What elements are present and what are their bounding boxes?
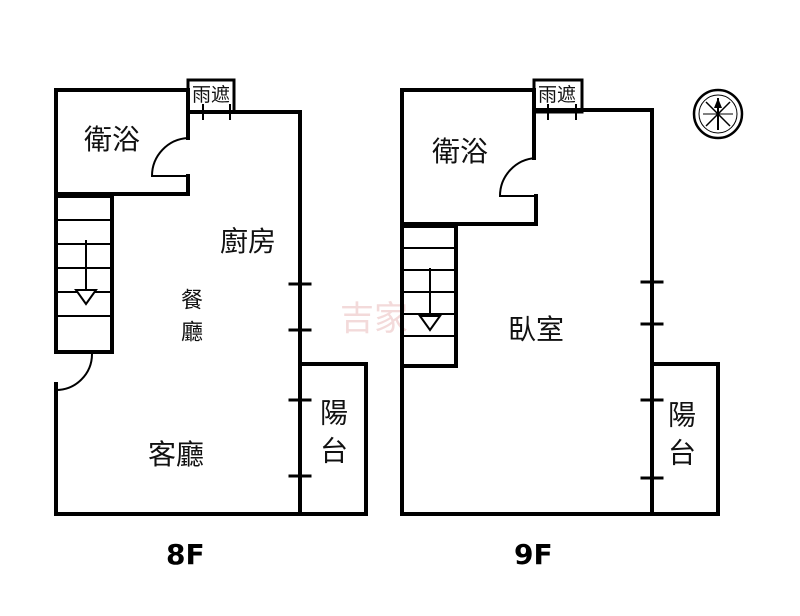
room-label-balcony-8f: 陽台 <box>316 398 349 474</box>
room-label-canopy-9f: 雨遮 <box>538 84 577 106</box>
canopy-box-9f <box>532 78 584 114</box>
bathroom-door-8f <box>150 137 189 177</box>
room-label-balcony-9f: 陽台 <box>664 400 697 476</box>
watermark-text: 吉家 <box>340 299 408 339</box>
canopy-box-8f <box>186 78 236 114</box>
room-label-living-8f: 客廳 <box>148 438 205 471</box>
balcony-8f <box>298 362 368 516</box>
room-label-bathroom-8f: 衛浴 <box>84 123 141 156</box>
bathroom-wall-9f <box>400 194 538 226</box>
balcony-9f <box>650 362 720 516</box>
window-ticks-8f <box>288 282 312 478</box>
stairs-9f <box>400 224 458 368</box>
room-label-canopy-8f: 雨遮 <box>192 84 231 106</box>
stairs-8f <box>54 194 114 354</box>
floor-label-9f: 9F <box>514 538 553 571</box>
floor-label-8f: 8F <box>166 538 205 571</box>
entry-door-8f <box>55 353 93 391</box>
compass-rose-icon <box>692 88 744 140</box>
room-label-bedroom-9f: 臥室 <box>508 313 565 346</box>
room-label-kitchen-8f: 廚房 <box>220 225 277 258</box>
bathroom-wall-8f <box>54 174 190 196</box>
window-ticks-9f <box>640 280 664 480</box>
room-label-dining-8f: 餐廳 <box>177 288 202 352</box>
bathroom-door-9f <box>498 157 537 197</box>
room-label-bathroom-9f: 衛浴 <box>432 135 489 168</box>
plan-8f <box>54 78 368 516</box>
plan-9f <box>400 78 720 516</box>
